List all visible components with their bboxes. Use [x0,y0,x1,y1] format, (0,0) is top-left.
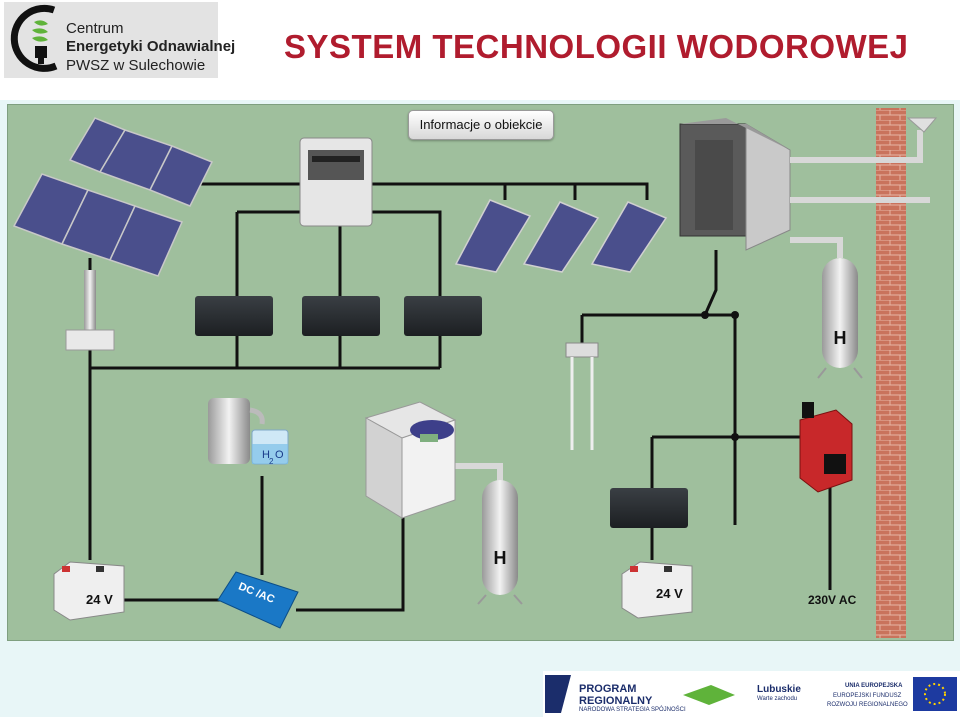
logo-line-3: PWSZ w Sulechowie [66,57,206,74]
program-logo-icon [545,675,571,713]
battery-icon-left: 24 V [53,561,125,621]
tank-label-left: H [494,548,507,568]
solar-tracker-icon [12,117,214,351]
control-box-icon [299,137,373,227]
charge-controller-icon [404,296,482,336]
lubuskie-logo-icon [683,685,735,705]
header: Centrum Energetyki Odnawialnej PWSZ w Su… [0,0,960,100]
pipes [455,130,930,482]
charge-controllers [195,296,688,528]
brick-wall [876,108,906,638]
water-label-o: O [275,449,284,461]
eu-line-1: UNIA EUROPEJSKA [845,683,903,689]
solar-panel-icon [454,199,532,273]
water-label-h: H [262,449,270,461]
water-distiller-icon: H 2 O [208,398,289,466]
solar-panel-icon [522,201,600,273]
program-line-3: NARODOWA STRATEGIA SPÓJNOŚCI [579,707,686,713]
hydrogen-tank-icon-left: H [477,480,523,605]
program-line-2: REGIONALNY [579,695,653,707]
hydrogen-tank-icon-right: H [817,258,863,379]
hydrogen-generator-icon [364,401,457,519]
logo-line-2: Energetyki Odnawialnej [66,38,236,55]
cfl-bulb-logo-icon [10,4,58,72]
charge-controller-icon [302,296,380,336]
charge-controller-icon [195,296,273,336]
program-line-1: PROGRAM [579,683,637,695]
eu-flag-icon [913,677,957,711]
battery-icon-right: 24 V [621,561,693,619]
battery-label-right: 24 V [656,586,683,601]
logo: Centrum Energetyki Odnawialnej PWSZ w Su… [4,2,235,78]
eu-line-2: EUROPEJSKI FUNDUSZ [833,693,902,699]
page-title: SYSTEM TECHNOLOGII WODOROWEJ [284,28,909,65]
eu-line-3: ROZWOJU REGIONALNEGO [827,702,908,708]
electrolyser-icon [565,342,599,450]
fuel-cell-icon [679,118,791,251]
charge-controller-icon [610,488,688,528]
tank-label-right: H [834,328,847,348]
fuel-cell-unit-icon [799,402,853,493]
lubuskie-line-2: Warte zachodu [757,696,798,702]
lubuskie-line-1: Lubuskie [757,684,801,695]
ac-output-label: 230V AC [808,593,857,607]
solar-panel-icon [590,201,668,273]
solar-panels [454,199,668,273]
inverter-icon: DC /AC [217,571,299,629]
info-button[interactable]: Informacje o obiekcie [408,110,554,140]
logo-line-1: Centrum [66,20,124,37]
water-label-sub: 2 [269,457,274,466]
footer: PROGRAM REGIONALNY NARODOWA STRATEGIA SP… [543,671,960,717]
wiring [88,182,832,612]
battery-label-left: 24 V [86,592,113,607]
